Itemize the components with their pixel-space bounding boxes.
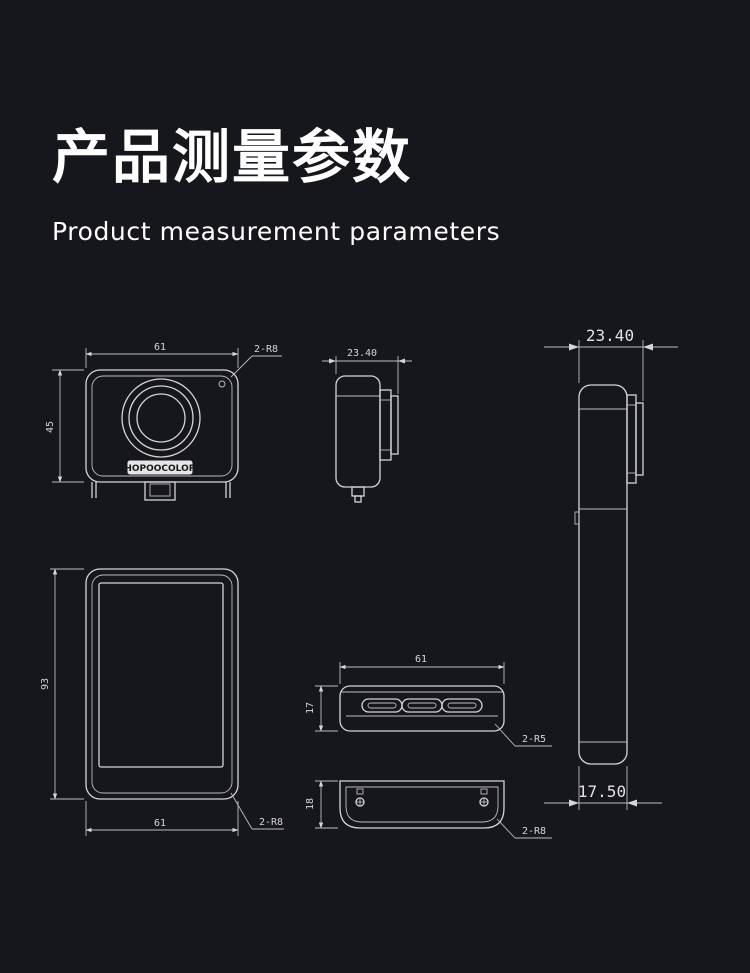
bottom-height-label: 17 bbox=[305, 702, 316, 714]
back-height-label: 93 bbox=[40, 678, 51, 690]
front-view: HOPOOCOLOR 61 2-R8 45 bbox=[45, 342, 282, 501]
bottom-radius-label: 2-R5 bbox=[522, 734, 546, 745]
bottom-width-label: 61 bbox=[415, 654, 427, 665]
front-height-label: 45 bbox=[45, 421, 56, 433]
back-radius-label: 2-R8 bbox=[259, 817, 283, 828]
brand-logo: HOPOOCOLOR bbox=[124, 464, 195, 474]
side-large-thickness-label: 17.50 bbox=[578, 782, 626, 801]
bottom-lower-height-label: 18 bbox=[305, 798, 316, 810]
bottom-lower-radius-label: 2-R8 bbox=[522, 826, 546, 837]
page-title-chinese: 产品测量参数 bbox=[52, 123, 413, 191]
bottom-view-screws: 18 2-R8 bbox=[305, 780, 552, 839]
back-width-label: 61 bbox=[154, 818, 166, 829]
page-title-english: Product measurement parameters bbox=[52, 217, 501, 246]
side-large-depth-label: 23.40 bbox=[586, 326, 634, 345]
front-width-label: 61 bbox=[154, 342, 166, 353]
back-view: 93 61 2-R8 bbox=[40, 568, 284, 836]
side-small-depth-label: 23.40 bbox=[347, 348, 377, 359]
bottom-view-ports: 61 17 2-R5 bbox=[305, 654, 552, 747]
front-radius-label: 2-R8 bbox=[254, 344, 278, 355]
side-view-large: 23.40 17.50 bbox=[544, 326, 678, 810]
side-view-small: 23.40 bbox=[322, 348, 412, 503]
